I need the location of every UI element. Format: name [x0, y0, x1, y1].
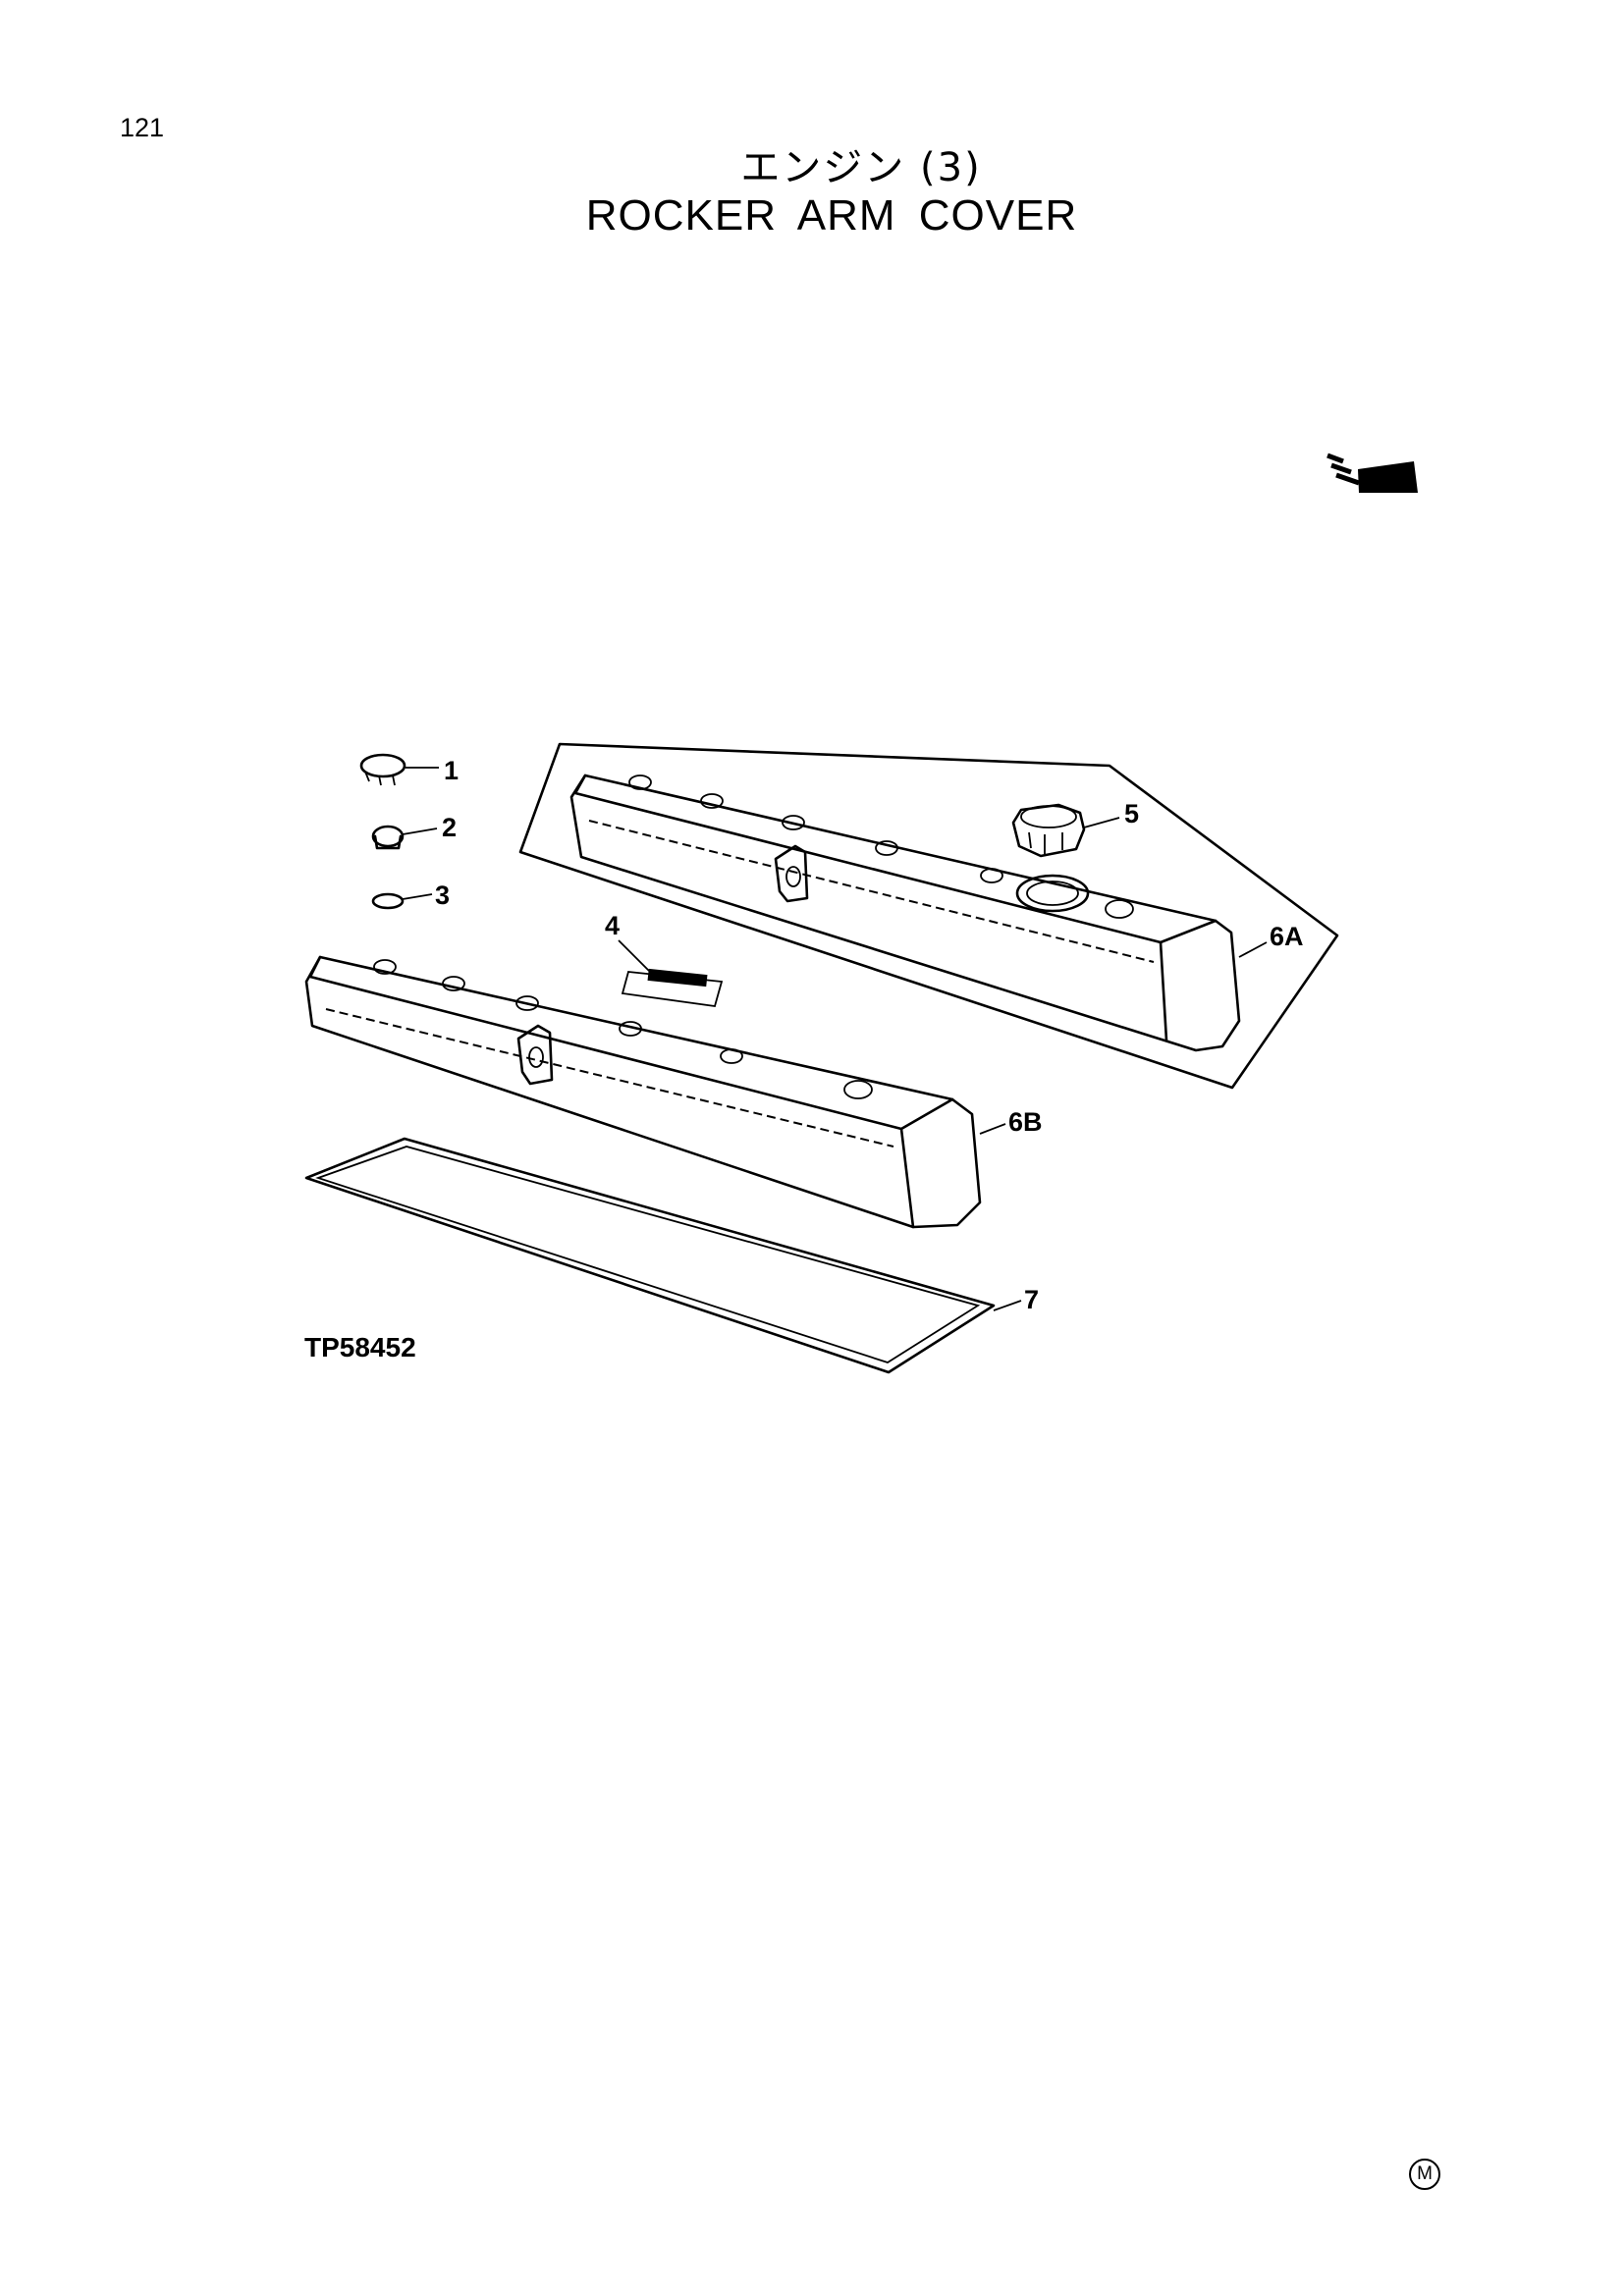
callout-5: 5: [1124, 799, 1139, 828]
assembly-boundary: [518, 742, 1339, 1090]
callout-6b: 6B: [1008, 1107, 1043, 1137]
callout-7: 7: [1024, 1285, 1039, 1314]
page-title-japanese: エンジン (3): [740, 145, 982, 190]
part-3-washer: [371, 892, 405, 910]
part-2-grommet: [371, 825, 405, 850]
rocker-arm-cover-6b: [304, 955, 982, 1229]
callout-2: 2: [442, 813, 457, 842]
callout-6a: 6A: [1270, 922, 1304, 951]
callout-1: 1: [444, 756, 459, 785]
gasket-7: [304, 1137, 996, 1374]
oil-filler-cap-5: [1011, 803, 1086, 858]
leader-lines: [402, 767, 1268, 1311]
corner-mark: M: [1409, 2159, 1440, 2190]
part-1-nut: [359, 753, 406, 786]
page-title: ROCKER ARM COVER: [585, 191, 1078, 240]
callout-3: 3: [435, 881, 450, 910]
page-number: 121: [120, 113, 165, 142]
figure-code: TP58452: [304, 1332, 416, 1362]
front-direction-arrow-icon: [1326, 453, 1418, 493]
rocker-arm-cover-6a: [569, 774, 1241, 1052]
callout-4: 4: [605, 911, 620, 940]
